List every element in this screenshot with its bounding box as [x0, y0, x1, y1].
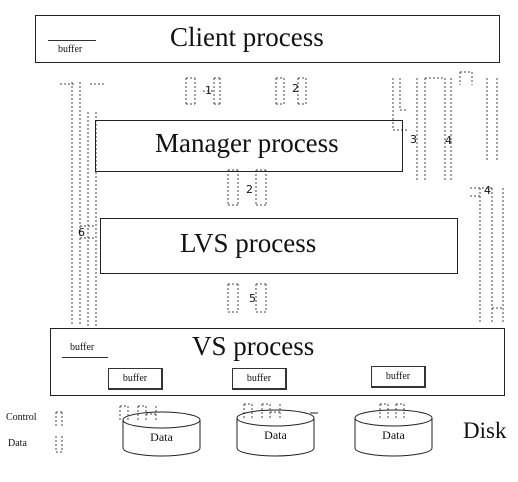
- lvs-process-box: [100, 218, 458, 274]
- vs-buffer-3-label: buffer: [385, 370, 411, 382]
- client-buffer: buffer: [48, 40, 96, 58]
- vs-buffer-3: buffer: [371, 366, 426, 388]
- channel-3-label: 3: [410, 133, 417, 146]
- client-process-label: Client process: [170, 22, 324, 52]
- manager-process-box: [95, 120, 403, 172]
- client-buffer-label: buffer: [58, 44, 83, 55]
- manager-process-label: Manager process: [155, 128, 339, 158]
- disk-2-label: Data: [264, 428, 287, 442]
- vs-buffer-1-label: buffer: [122, 372, 148, 384]
- channel-4-right-label: 4: [484, 184, 491, 197]
- legend-data-label: Data: [8, 438, 27, 449]
- legend-control-label: Control: [6, 412, 37, 423]
- channel-5-label: 5: [249, 292, 256, 305]
- lvs-process-label: LVS process: [180, 228, 317, 258]
- vs-buffer-1: buffer: [108, 368, 163, 390]
- vs-process-label: VS process: [192, 331, 315, 361]
- channel-6-label: 6: [78, 226, 85, 239]
- disk-label: Disk: [463, 418, 507, 443]
- vs-left-buffer: buffer: [62, 340, 108, 358]
- vs-buffer-2: buffer: [232, 368, 287, 390]
- disk-1-label: Data: [150, 430, 173, 444]
- channel-2-top-label: 2: [292, 82, 299, 95]
- vs-left-buffer-label: buffer: [70, 342, 95, 353]
- channel-4-top-label: 4: [445, 134, 452, 147]
- channel-2-mid-label: 2: [246, 183, 253, 196]
- vs-buffer-2-label: buffer: [246, 372, 272, 384]
- vs-process-box: [50, 328, 505, 396]
- client-process-box: [35, 15, 500, 63]
- disk-3-label: Data: [382, 428, 405, 442]
- channel-1-label: 1: [205, 84, 212, 97]
